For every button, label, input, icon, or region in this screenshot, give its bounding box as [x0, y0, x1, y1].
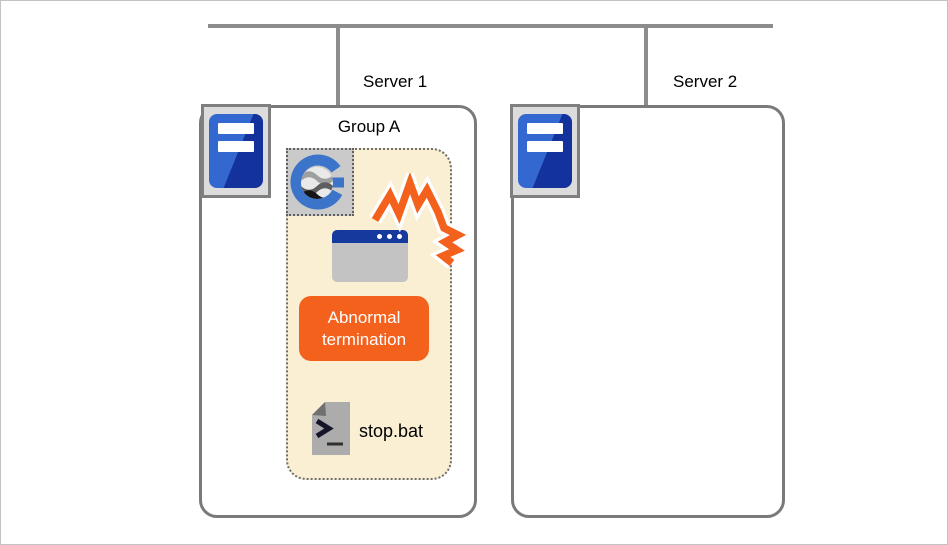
server-tower-body — [209, 114, 263, 188]
server2-label: Server 2 — [673, 72, 738, 91]
network-drop-line-server1 — [336, 24, 340, 108]
server1-label: Server 1 — [363, 72, 428, 91]
window-dot — [377, 234, 382, 239]
batch-file-icon — [312, 402, 350, 455]
stop-bat-label: stop.bat — [359, 421, 424, 441]
network-drop-line-server2 — [644, 24, 648, 108]
server-tower-icon — [510, 104, 580, 198]
application-window-icon — [332, 230, 408, 282]
server-slot-bar — [218, 123, 254, 134]
window-dot — [387, 234, 392, 239]
window-body — [332, 243, 408, 282]
network-bus-line — [208, 24, 773, 28]
g-application-logo-icon — [286, 148, 354, 216]
abnormal-termination-badge: Abnormal termination — [299, 296, 429, 361]
abnormal-termination-label: Abnormal termination — [321, 307, 407, 349]
server-slot-bar — [218, 141, 254, 152]
server-slot-bar — [527, 123, 563, 134]
window-titlebar — [332, 230, 408, 243]
crash-burst-icon — [368, 173, 473, 269]
window-dot — [397, 234, 402, 239]
group-a-label: Group A — [337, 117, 401, 136]
server-tower-icon — [201, 104, 271, 198]
server-tower-body — [518, 114, 572, 188]
g-logo-graphic — [290, 154, 344, 210]
server-slot-bar — [527, 141, 563, 152]
